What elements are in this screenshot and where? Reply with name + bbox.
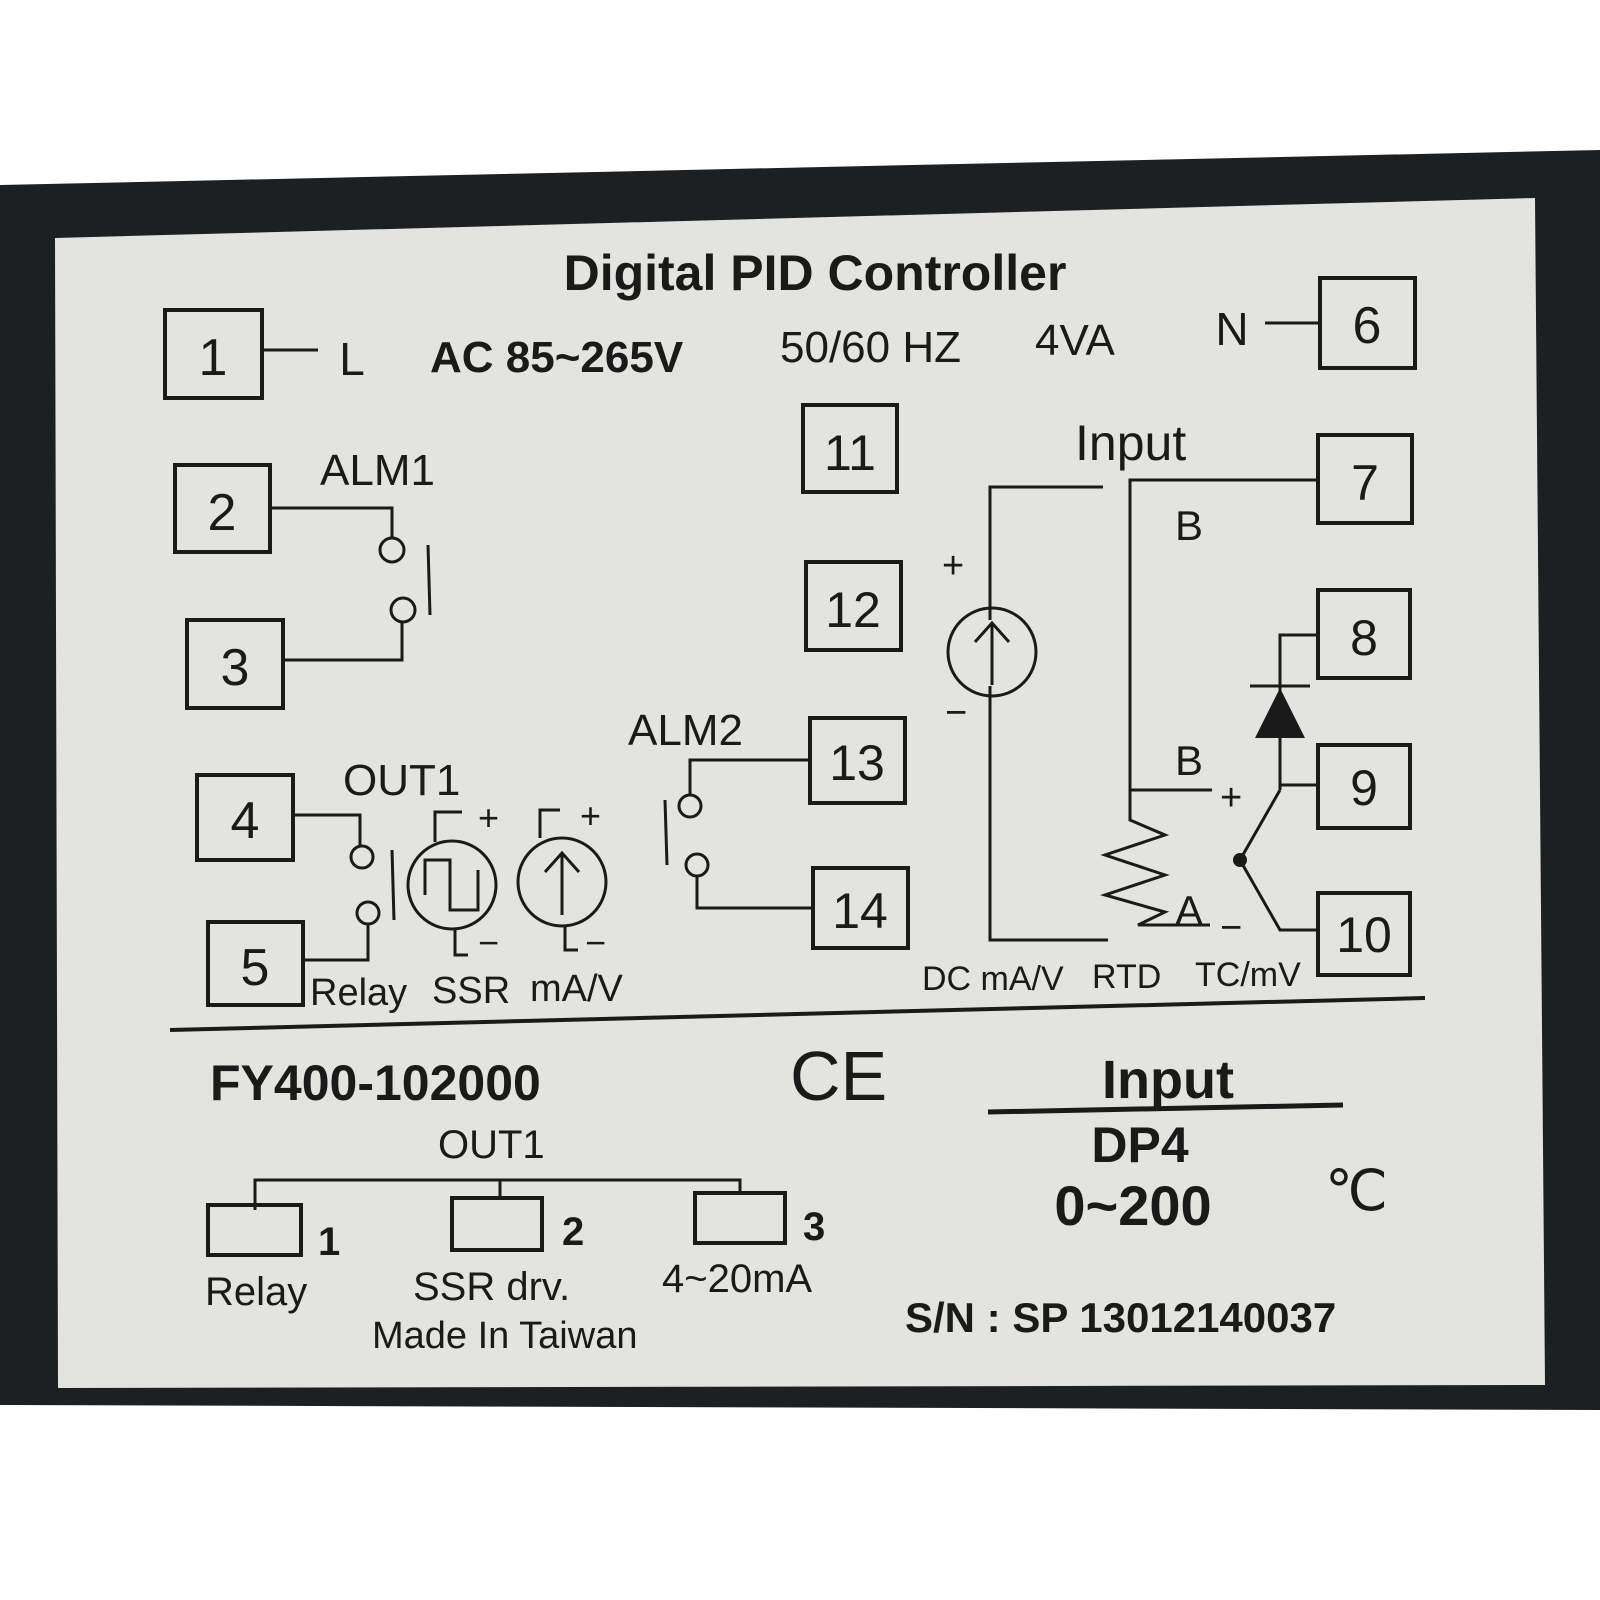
terminal-6 (1318, 276, 1417, 370)
terminal-12 (804, 560, 903, 652)
rtd-b-bottom: B (1175, 737, 1203, 784)
out1-label: OUT1 (343, 756, 460, 805)
out1-option-1-label: Relay (205, 1270, 307, 1314)
rtd-a: A (1175, 887, 1203, 934)
serial-number: S/N : SP 13012140037 (905, 1294, 1336, 1341)
model-number: FY400-102000 (210, 1055, 541, 1111)
input-type: DP4 (1091, 1117, 1188, 1173)
terminal-3-num: 3 (221, 639, 250, 697)
out1-option-1-num: 1 (318, 1220, 340, 1264)
terminal-10 (1316, 891, 1412, 977)
ssr-plus: + (478, 797, 499, 838)
terminal-9-num: 9 (1350, 760, 1378, 816)
line-l: L (339, 333, 365, 385)
out-ma: mA/V (530, 968, 624, 1010)
dc-minus: − (945, 692, 967, 734)
out1-option-3-label: 4~20mA (662, 1257, 812, 1301)
terminal-6-num: 6 (1353, 297, 1382, 355)
terminal-13-num: 13 (829, 735, 885, 791)
divider (169, 996, 1426, 1032)
ssr-minus: − (478, 922, 499, 963)
terminal-12-num: 12 (825, 582, 881, 638)
terminal-7 (1316, 433, 1414, 525)
terminal-4 (195, 773, 295, 862)
ma-source-symbol (516, 836, 608, 928)
terminal-2-num: 2 (208, 484, 237, 542)
out-ssr: SSR (432, 970, 510, 1012)
out1-code-title: OUT1 (438, 1123, 545, 1167)
rtd-b-top: B (1175, 502, 1203, 549)
tc-diode-icon (1255, 688, 1305, 738)
input-range: 0~200 (1054, 1174, 1211, 1237)
terminal-8-num: 8 (1350, 610, 1378, 666)
tc-minus: − (1220, 907, 1242, 949)
tc-plus: + (1220, 777, 1242, 819)
terminal-3 (185, 618, 285, 710)
terminal-4-num: 4 (231, 792, 260, 850)
input-heading: Input (1075, 415, 1186, 471)
terminal-11-num: 11 (824, 425, 876, 481)
input-dc: DC mA/V (922, 960, 1064, 998)
out1-option-3-num: 3 (803, 1205, 825, 1249)
out1-option-2-num: 2 (562, 1210, 584, 1254)
power-spec: AC 85~265V (430, 333, 684, 382)
made-in: Made In Taiwan (372, 1315, 637, 1357)
out1-option-2-label: SSR drv. (413, 1265, 570, 1309)
alm1-label: ALM1 (320, 446, 435, 495)
temperature-unit: ℃ (1325, 1159, 1388, 1222)
ce-mark: CE (790, 1037, 887, 1115)
input-rtd: RTD (1092, 958, 1161, 996)
terminal-5 (206, 920, 305, 1007)
ssr-symbol (406, 839, 498, 931)
neutral-n: N (1215, 303, 1248, 355)
alm2-label: ALM2 (628, 706, 743, 755)
out-relay: Relay (310, 972, 407, 1014)
input-tc: TC/mV (1195, 956, 1301, 994)
ma-plus: + (580, 795, 601, 836)
terminal-5-num: 5 (241, 939, 270, 997)
terminal-14-num: 14 (832, 883, 888, 939)
input-spec-heading: Input (1102, 1050, 1234, 1110)
terminal-1-num: 1 (199, 329, 228, 387)
power-va: 4VA (1035, 316, 1116, 365)
terminal-1 (163, 308, 264, 400)
terminal-10-num: 10 (1336, 907, 1392, 963)
title: Digital PID Controller (564, 245, 1067, 301)
dc-source-symbol (946, 606, 1038, 698)
label-sticker (55, 198, 1545, 1388)
dc-plus: + (942, 545, 964, 587)
power-freq: 50/60 HZ (780, 323, 961, 372)
ma-minus: − (585, 922, 606, 963)
terminal-7-num: 7 (1351, 455, 1379, 511)
terminal-11 (801, 403, 899, 494)
